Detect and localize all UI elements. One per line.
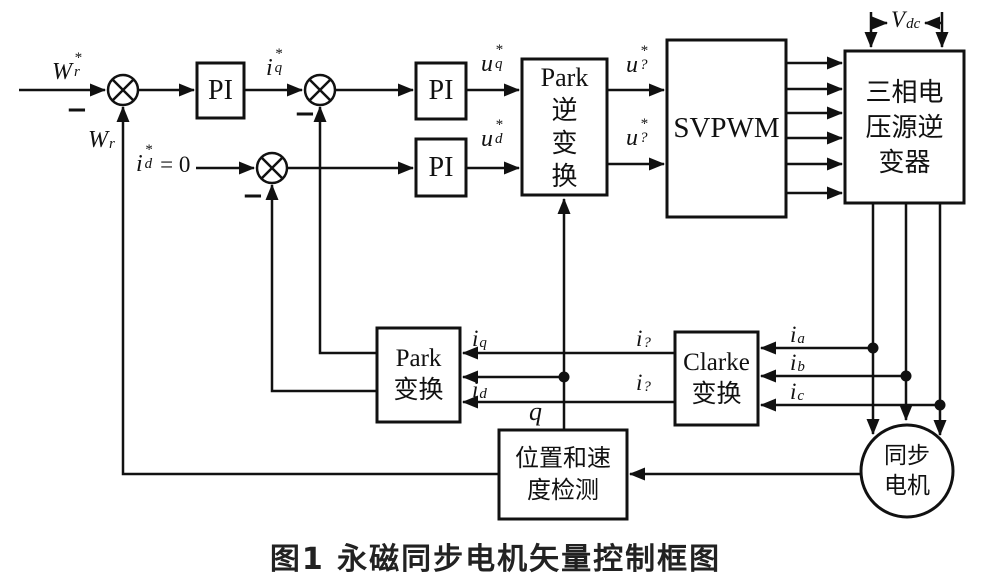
label-u-beta-ref: u *?	[626, 116, 648, 151]
label-ud-ref: u *d	[481, 117, 503, 152]
block-pi-d	[414, 137, 468, 198]
block-clarke	[673, 330, 760, 427]
label-iq-ref: i *q	[266, 46, 283, 81]
connection-dots	[558, 342, 946, 411]
block-outlines	[195, 38, 966, 521]
pi-d-label: PI	[428, 151, 454, 183]
block-park	[375, 326, 462, 424]
wire-id-feedback	[265, 184, 377, 393]
minus-sign-iq: −	[294, 99, 316, 129]
label-speed-fb: W r	[88, 127, 115, 153]
signal-wires	[19, 12, 949, 481]
dot-ib-tap	[900, 370, 912, 382]
clarke-label: Clarke 变换	[683, 348, 750, 408]
position-speed-label: 位置和速 度检测	[515, 445, 611, 504]
pi-speed-label: PI	[208, 74, 233, 106]
block-pi-q	[414, 61, 468, 121]
block-svpwm	[665, 38, 788, 219]
label-vdc: V dc	[891, 7, 921, 32]
inverse-park-label: Park 逆 变 换	[540, 63, 589, 191]
junction-speed-cross	[111, 78, 135, 102]
block-position-speed	[497, 428, 629, 521]
summing-junctions	[106, 73, 337, 185]
label-i-beta: i?	[636, 370, 651, 395]
block-inverter	[843, 49, 966, 205]
label-i-alpha: i?	[636, 326, 651, 351]
park-label: Park 变换	[393, 345, 444, 404]
label-speed-ref: W *r	[52, 50, 82, 85]
dot-ic-tap	[934, 399, 946, 411]
wire-speed-feedback	[116, 106, 499, 476]
motor-circle	[859, 423, 955, 519]
motor-label: 同步 电机	[884, 443, 930, 498]
block-pi-speed	[195, 61, 246, 120]
figure-caption: 图1 永磁同步电机矢量控制框图	[269, 542, 722, 577]
minus-sign-speed: −	[66, 95, 88, 125]
wire-iq-feedback	[313, 106, 377, 355]
label-theta: q	[529, 397, 542, 426]
inverter-label: 三相电 压源逆 变器	[865, 77, 944, 177]
label-id-ref: i *d = 0	[136, 142, 191, 177]
label-uq-ref: u *q	[481, 42, 503, 77]
block-inverse-park	[520, 57, 609, 197]
pi-q-label: PI	[428, 75, 454, 106]
junction-id-cross	[260, 156, 284, 180]
junction-iq-cross	[308, 78, 332, 102]
minus-sign-id: −	[242, 181, 264, 211]
label-u-alpha-ref: u *?	[626, 43, 648, 78]
svpwm-label: SVPWM	[673, 112, 780, 144]
dot-theta-branch	[558, 371, 570, 383]
dot-ia-tap	[867, 342, 879, 354]
